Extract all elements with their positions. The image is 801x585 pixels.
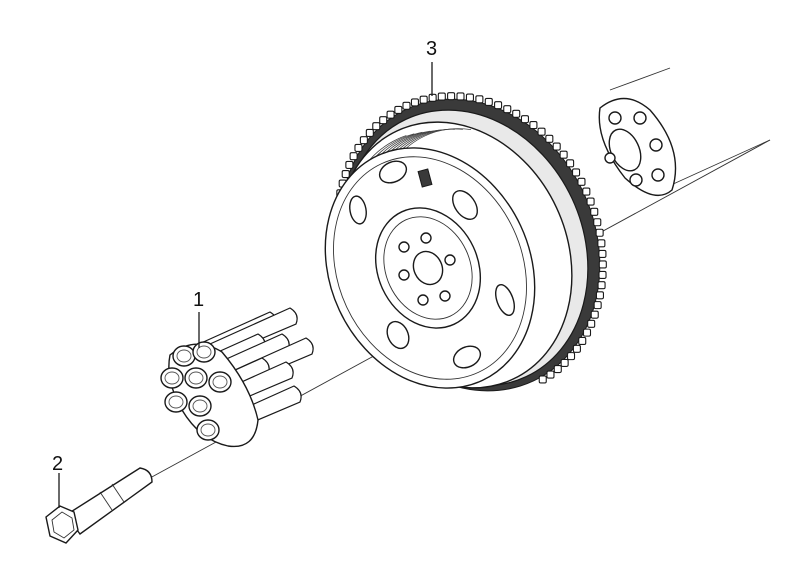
gear-tooth [465, 93, 474, 102]
gear-tooth [577, 177, 586, 186]
gear-tooth [538, 375, 547, 384]
bolt-head [196, 419, 220, 441]
gear-tooth [593, 218, 602, 227]
gear-tooth [566, 159, 575, 168]
gear-tooth [529, 121, 538, 130]
bolt-head [188, 395, 212, 417]
gear-tooth [559, 150, 568, 159]
gear-tooth [597, 239, 606, 248]
bolt-head [164, 391, 188, 413]
gear-tooth [341, 169, 350, 179]
gear-tooth [552, 142, 561, 151]
gear-tooth [365, 128, 374, 137]
gear-tooth [590, 310, 599, 319]
gear-tooth [484, 97, 493, 106]
callout-2: 2 [52, 453, 63, 508]
callout-label-3: 3 [426, 38, 437, 60]
gear-tooth [503, 105, 512, 114]
gear-tooth [566, 352, 576, 361]
callout-label-1: 1 [193, 289, 204, 311]
gear-tooth [394, 105, 403, 114]
bolt-head-inner [176, 349, 192, 363]
gear-tooth [582, 187, 591, 196]
gear-tooth [553, 365, 562, 374]
callout-1: 1 [193, 289, 204, 348]
gear-tooth [475, 95, 484, 104]
gear-tooth [494, 101, 503, 110]
gear-tooth [379, 116, 388, 125]
gear-tooth [537, 127, 546, 136]
gear-tooth [345, 160, 354, 169]
bolt-head [160, 367, 184, 389]
gear-tooth [520, 115, 530, 124]
callout-label-2: 2 [52, 453, 63, 475]
gear-tooth [598, 260, 607, 269]
gear-tooth [354, 143, 363, 152]
gear-tooth [578, 336, 587, 346]
gear-tooth [598, 270, 607, 279]
gear-tooth [410, 98, 419, 107]
crankshaft-flange [598, 67, 771, 197]
gear-tooth [545, 134, 554, 143]
gear-tooth [560, 358, 569, 367]
gear-tooth [546, 370, 555, 379]
bolt-head-inner [196, 345, 212, 359]
bolt-head [208, 371, 232, 393]
gear-tooth [595, 228, 604, 237]
bolt-heads [160, 341, 232, 441]
gear-tooth [402, 101, 411, 110]
gear-tooth [582, 328, 592, 337]
bolt-head [184, 367, 208, 389]
single-bolt [45, 467, 153, 544]
bolt-head-inner [200, 423, 216, 437]
bolt-set [160, 307, 314, 448]
bolt-head-inner [168, 395, 184, 409]
bolt-head-inner [212, 375, 228, 389]
bolt-head-inner [188, 371, 204, 385]
bolt-head-inner [192, 399, 208, 413]
gear-tooth [598, 249, 607, 258]
bolt-head [172, 345, 196, 367]
bolt-head [192, 341, 216, 363]
gear-tooth [587, 319, 596, 328]
gear-tooth [512, 109, 521, 118]
gear-tooth [349, 152, 358, 161]
gear-tooth [372, 122, 381, 131]
bolt-head-inner [164, 371, 180, 385]
callout-3: 3 [426, 38, 437, 96]
gear-tooth [572, 344, 581, 353]
gear-tooth [597, 281, 606, 290]
gear-tooth [593, 301, 602, 310]
gear-tooth [359, 136, 368, 145]
gear-tooth [419, 95, 428, 104]
gear-tooth [447, 92, 456, 101]
flywheel [324, 92, 607, 392]
gear-tooth [586, 197, 595, 206]
gear-tooth [595, 291, 604, 300]
gear-tooth [456, 92, 465, 101]
gear-tooth [572, 168, 581, 177]
gear-tooth [386, 110, 395, 119]
gear-tooth [437, 92, 446, 101]
gear-tooth [590, 207, 599, 216]
